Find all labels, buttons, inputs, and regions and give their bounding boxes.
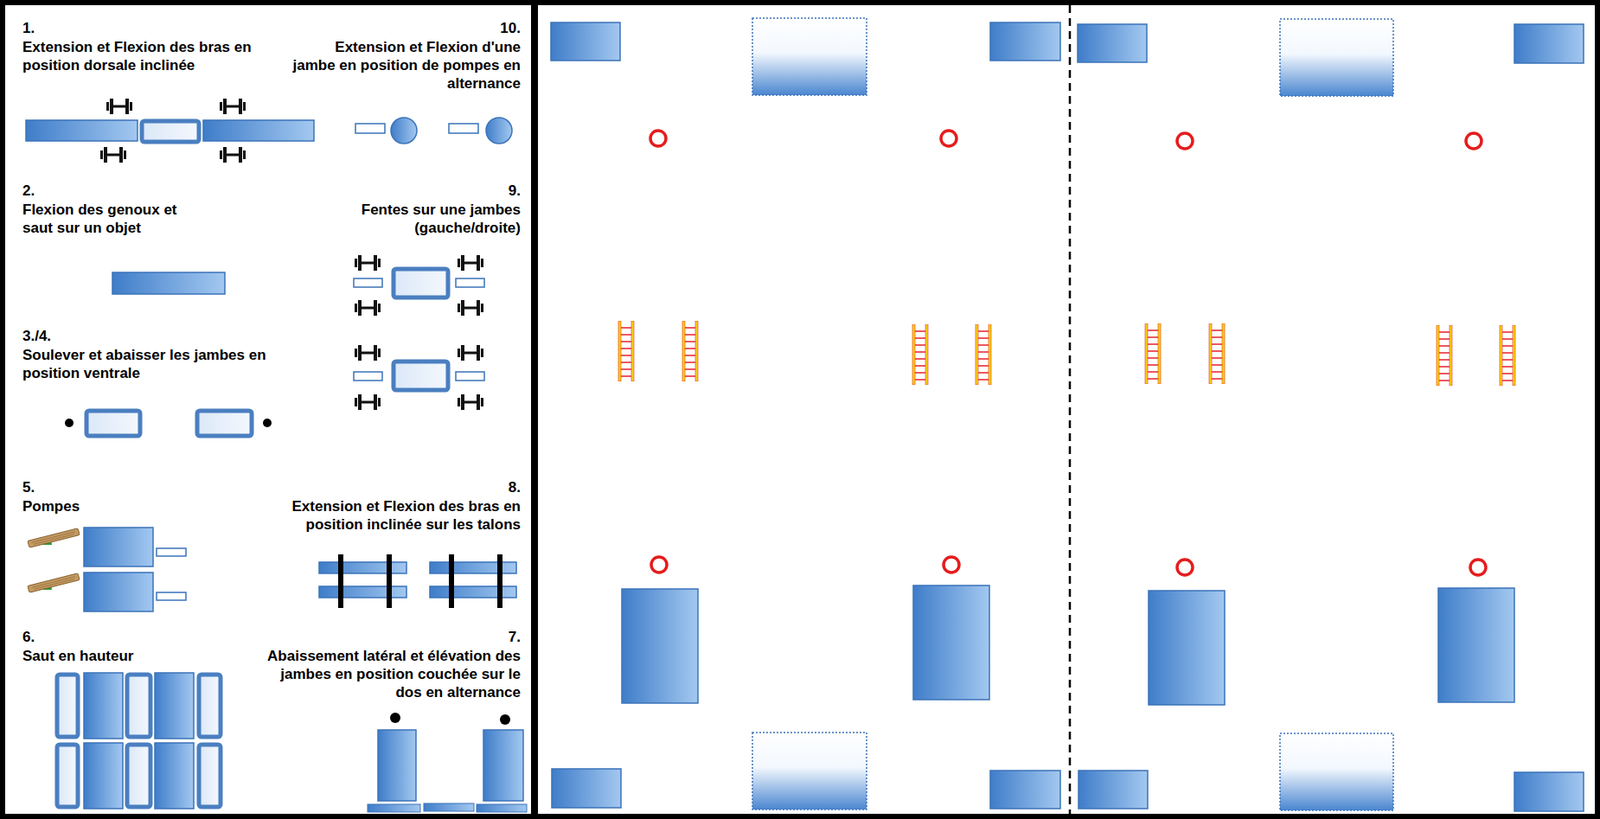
hall-layout (550, 18, 1061, 810)
station-number: 5. (22, 478, 92, 497)
station-6-icon (57, 672, 221, 809)
panel-divider (531, 0, 538, 819)
station-8-icon (319, 554, 517, 608)
station-title: Soulever et abaisser les jambes en posit… (22, 345, 293, 383)
station-1-icon (25, 98, 314, 163)
station-number: 6. (22, 627, 92, 647)
hall-divider (1068, 5, 1072, 814)
station-title: Extension et Flexion des bras en positio… (233, 497, 521, 534)
station-title: Extension et Flexion des bras en positio… (22, 38, 281, 75)
station-number: 10. (451, 19, 521, 38)
station-title: Extension et Flexion d'une jambe en posi… (290, 38, 521, 93)
station-number: 7. (451, 627, 521, 647)
station-10-icon (355, 117, 512, 144)
station-2-icon (112, 272, 225, 295)
station-number: 3./4. (22, 326, 92, 346)
station-number: 8. (451, 478, 521, 497)
station-9-icon (353, 255, 485, 410)
station-title: Flexion des genoux et saut sur un objet (22, 200, 194, 237)
station-title: Fentes sur une jambes (gauche/droite) (328, 200, 521, 237)
station-7-icon (367, 712, 527, 813)
station-number: 9. (451, 181, 521, 200)
station-title: Pompes (22, 497, 161, 516)
station-number: 2. (22, 181, 92, 200)
station-number: 1. (22, 19, 92, 38)
station-5-icon (27, 527, 186, 612)
hall-layout (1077, 19, 1584, 812)
station-3-4-icon (64, 410, 272, 436)
station-title: Abaissement latéral et élévation des jam… (250, 646, 521, 702)
station-title: Saut en hauteur (22, 646, 196, 666)
